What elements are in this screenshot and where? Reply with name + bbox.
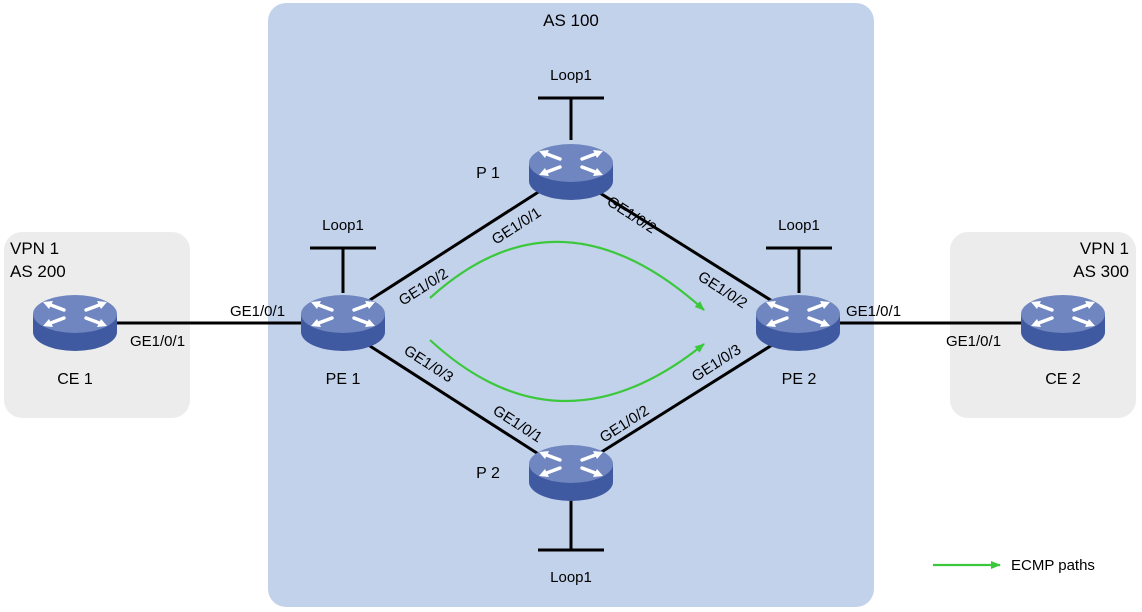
pe1-label: PE 1 [326,371,361,388]
vpn-left-label: VPN 1 [10,239,59,258]
as100-label: AS 100 [543,11,599,30]
p2-router-icon [527,443,615,503]
legend-ecmp-label: ECMP paths [1011,557,1095,574]
pe1-router-icon [299,293,387,353]
ce2-label: CE 2 [1045,371,1081,388]
pe1-ge1-label: GE1/0/1 [230,303,285,320]
link-p2-pe2 [567,328,797,475]
p1-label: P 1 [476,165,500,182]
link-pe1-p1 [344,171,569,318]
ce1-ge1-label: GE1/0/1 [130,333,185,350]
p2-label: P 2 [476,465,500,482]
as100-area [268,3,874,607]
link-p1-pe2 [567,171,797,318]
ce2-ge1-label: GE1/0/1 [946,333,1001,350]
link-pe1-p2 [344,328,569,475]
ecmp-path-lower [429,339,705,403]
vpn-right-as-label: AS 300 [1073,262,1129,281]
p1-loopback-label: Loop1 [550,67,592,84]
p1-router-icon [527,142,615,202]
vpn-left-as-label: AS 200 [10,262,66,281]
ce2-router-icon [1019,293,1107,353]
ce1-label: CE 1 [57,371,93,388]
pe2-ge1-label: GE1/0/1 [846,303,901,320]
pe2-label: PE 2 [782,371,817,388]
pe1-loopback-label: Loop1 [322,217,364,234]
pe2-router-icon [754,293,842,353]
pe2-loopback-label: Loop1 [778,217,820,234]
vpn-right-label: VPN 1 [1080,239,1129,258]
ecmp-path-upper [429,240,705,311]
p2-loopback-label: Loop1 [550,569,592,586]
ce1-router-icon [31,293,119,353]
